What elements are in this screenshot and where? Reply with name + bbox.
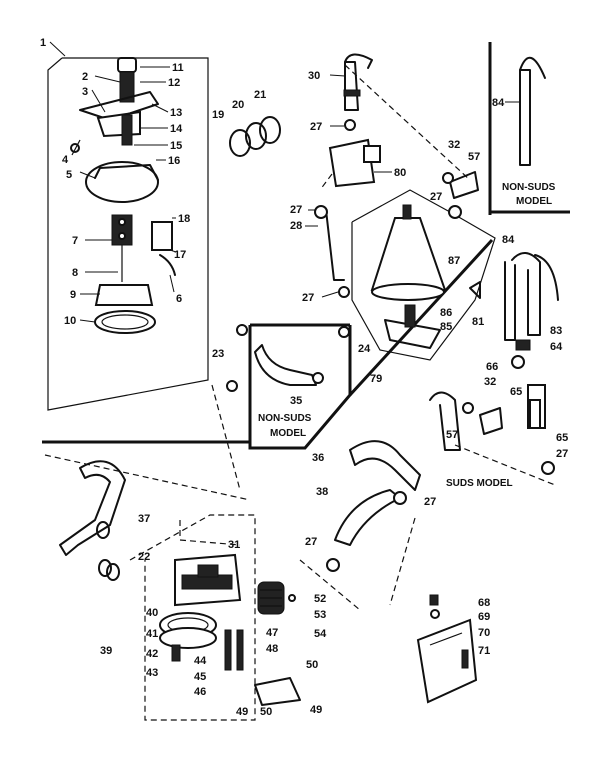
callout-54: 54 — [314, 628, 327, 640]
callout-69: 69 — [478, 611, 490, 623]
callout-18: 18 — [178, 213, 190, 225]
callout-labels: 1 2 3 4 5 6 7 8 9 10 11 12 13 14 15 16 1… — [40, 37, 568, 718]
agitator-parts — [314, 189, 496, 361]
callout-83: 83 — [550, 325, 562, 337]
callout-71: 71 — [478, 645, 490, 657]
callout-57-a: 57 — [468, 151, 480, 163]
callout-86: 86 — [440, 307, 452, 319]
pump-motor-parts — [159, 553, 301, 706]
callout-1: 1 — [40, 37, 46, 49]
callout-2: 2 — [82, 71, 88, 83]
callout-8: 8 — [72, 267, 78, 279]
callout-65-a: 65 — [510, 386, 522, 398]
callout-36: 36 — [312, 452, 324, 464]
callout-41: 41 — [146, 628, 158, 640]
model-labels: NON-SUDS MODEL NON-SUDS MODEL SUDS MODEL — [258, 182, 556, 489]
callout-15: 15 — [170, 140, 182, 152]
callout-35: 35 — [290, 395, 302, 407]
callout-17: 17 — [174, 249, 186, 261]
non-suds-top-label-line1: NON-SUDS — [502, 182, 556, 193]
callout-14: 14 — [170, 123, 183, 135]
callout-27-a: 27 — [310, 121, 322, 133]
non-suds-middle-label-line2: MODEL — [270, 428, 306, 439]
non-suds-middle-label-line1: NON-SUDS — [258, 413, 312, 424]
callout-87: 87 — [448, 255, 460, 267]
callout-10: 10 — [64, 315, 76, 327]
callout-32-a: 32 — [448, 139, 460, 151]
callout-11: 11 — [172, 62, 184, 74]
callout-12: 12 — [168, 77, 180, 89]
callout-48: 48 — [266, 643, 278, 655]
lower-hose-parts — [59, 460, 126, 581]
callout-27-c: 27 — [302, 292, 314, 304]
callout-79: 79 — [370, 373, 382, 385]
callout-3: 3 — [82, 86, 88, 98]
callout-52: 52 — [314, 593, 326, 605]
callout-64: 64 — [550, 341, 563, 353]
pump-assembly — [70, 57, 176, 334]
callout-9: 9 — [70, 289, 76, 301]
callout-32-b: 32 — [484, 376, 496, 388]
callout-7: 7 — [72, 235, 78, 247]
callout-37: 37 — [138, 513, 150, 525]
callout-21: 21 — [254, 89, 266, 101]
callout-57-b: 57 — [446, 429, 458, 441]
callout-28: 28 — [290, 220, 302, 232]
callout-23: 23 — [212, 348, 224, 360]
inlet-parts — [229, 53, 381, 188]
callout-68: 68 — [478, 597, 490, 609]
callout-20: 20 — [232, 99, 244, 111]
callout-85: 85 — [440, 321, 452, 333]
callout-39: 39 — [100, 645, 112, 657]
callout-4: 4 — [62, 154, 69, 166]
bracket-parts — [416, 594, 478, 704]
callout-24: 24 — [358, 343, 371, 355]
callout-50-b: 50 — [306, 659, 318, 671]
callout-66: 66 — [486, 361, 498, 373]
callout-6: 6 — [176, 293, 182, 305]
callout-40: 40 — [146, 607, 158, 619]
callout-43: 43 — [146, 667, 158, 679]
callout-13: 13 — [170, 107, 182, 119]
callout-5: 5 — [66, 169, 72, 181]
callout-22: 22 — [138, 551, 150, 563]
callout-19: 19 — [212, 109, 224, 121]
callout-27-e: 27 — [424, 496, 436, 508]
callout-38: 38 — [316, 486, 328, 498]
callout-42: 42 — [146, 648, 158, 660]
callout-53: 53 — [314, 609, 326, 621]
callout-81: 81 — [472, 316, 484, 328]
callout-30: 30 — [308, 70, 320, 82]
drain-hose-parts — [226, 324, 503, 572]
callout-84-b: 84 — [502, 234, 515, 246]
callout-70: 70 — [478, 627, 490, 639]
leader-lines — [49, 41, 520, 323]
callout-27-d: 27 — [430, 191, 442, 203]
callout-45: 45 — [194, 671, 206, 683]
callout-47: 47 — [266, 627, 278, 639]
callout-49-a: 49 — [236, 706, 248, 718]
callout-84-a: 84 — [492, 97, 505, 109]
callout-46: 46 — [194, 686, 206, 698]
callout-31: 31 — [228, 539, 240, 551]
right-hose-parts — [442, 57, 559, 475]
callout-16: 16 — [168, 155, 180, 167]
callout-27-b: 27 — [290, 204, 302, 216]
callout-27-g: 27 — [556, 448, 568, 460]
callout-80: 80 — [394, 167, 406, 179]
callout-65-b: 65 — [556, 432, 568, 444]
callout-50-a: 50 — [260, 706, 272, 718]
suds-model-label: SUDS MODEL — [446, 478, 513, 489]
callout-44: 44 — [194, 655, 207, 667]
non-suds-top-label-line2: MODEL — [516, 196, 552, 207]
callout-27-f: 27 — [305, 536, 317, 548]
callout-49-b: 49 — [310, 704, 322, 716]
